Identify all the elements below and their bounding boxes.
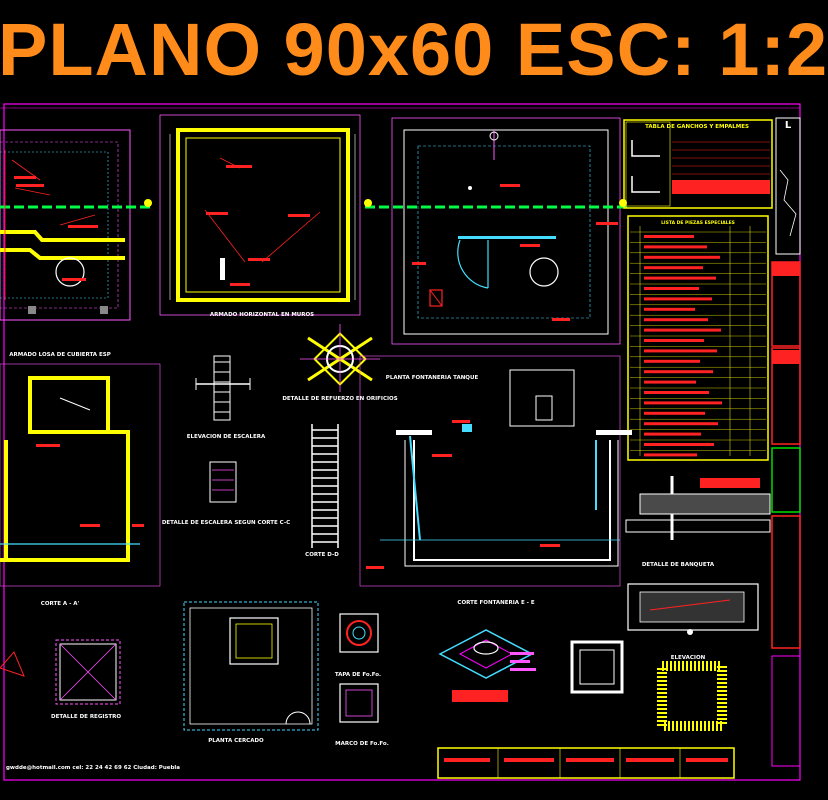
table-row-text xyxy=(644,443,714,446)
label-det-escalera: DETALLE DE ESCALERA SEGUN CORTE C-C xyxy=(162,520,290,526)
label-elev-escalera: ELEVACION DE ESCALERA xyxy=(187,434,266,440)
label-corte-ee: CORTE FONTANERIA E - E xyxy=(457,600,534,606)
table-row-text xyxy=(644,276,716,280)
right-panels xyxy=(771,117,801,767)
table-row-text xyxy=(644,318,708,322)
table-row-text xyxy=(644,359,700,363)
table-row-text xyxy=(644,255,720,259)
drawing-losa-cubierta xyxy=(0,129,152,321)
drawing-corte-ee xyxy=(359,355,632,587)
table-row-text xyxy=(644,245,707,249)
label-banqueta: DETALLE DE BANQUETA xyxy=(642,562,715,568)
label-tanque: PLANTA FONTANERIA TANQUE xyxy=(386,375,479,381)
drawing-elevacion xyxy=(570,583,759,731)
drawing-registro xyxy=(0,639,121,705)
drawing-corte-dd xyxy=(311,424,339,548)
label-refuerzo: DETALLE DE REFUERZO EN ORIFICIOS xyxy=(282,396,397,402)
label-corte-a: CORTE A - A' xyxy=(41,601,80,607)
label-ganchos: TABLA DE GANCHOS Y EMPALMES xyxy=(645,124,749,130)
footer-contact: gwdde@hotmail.com cel: 22 24 42 69 62 Ci… xyxy=(6,765,180,771)
table-row-text xyxy=(644,328,721,332)
table-row-text xyxy=(644,453,697,457)
label-muros: ARMADO HORIZONTAL EN MUROS xyxy=(210,312,314,318)
table-piezas xyxy=(627,215,769,461)
label-registro: DETALLE DE REGISTRO xyxy=(51,714,121,720)
table-row-text xyxy=(644,401,722,405)
table-row-text xyxy=(644,370,713,374)
table-row-text xyxy=(644,266,703,270)
drawing-tanque xyxy=(364,117,628,345)
drawing-corte-a xyxy=(0,363,161,587)
label-marco: MARCO DE Fo.Fo. xyxy=(335,741,389,747)
table-row-text xyxy=(644,411,705,415)
sheet-title: PLANO 90x60 ESC: 1:2 xyxy=(0,8,828,91)
corner-panel-letter: L xyxy=(785,120,792,131)
table-row-text xyxy=(644,432,701,436)
drawing-cercado xyxy=(183,601,319,731)
table-row-text xyxy=(644,235,694,238)
table-row-text xyxy=(644,297,712,301)
label-refuerzo-text: DETALLE DE REFUERZO EN ORIFICIOS xyxy=(282,396,397,402)
title-banner: PLANO 90x60 ESC: 1:2 xyxy=(0,8,827,92)
label-tapa: TAPA DE Fo.Fo. xyxy=(335,672,381,678)
label-elevacion: ELEVACION xyxy=(671,655,706,661)
drawing-tapa-marco xyxy=(339,613,379,723)
table-row-text xyxy=(644,339,704,342)
table-row-text xyxy=(644,422,718,426)
drawing-elev-escalera xyxy=(195,355,251,503)
label-losa: ARMADO LOSA DE CUBIERTA ESP xyxy=(9,352,110,358)
label-corte-dd: CORTE D-D xyxy=(305,552,339,558)
drawing-pad xyxy=(438,629,536,702)
table-ganchos xyxy=(623,119,773,209)
title-strip xyxy=(437,747,735,779)
label-cercado: PLANTA CERCADO xyxy=(208,738,264,744)
drawing-muros xyxy=(159,114,361,316)
table-row-text xyxy=(644,391,709,394)
cad-drawing-sheet: ARMADO LOSA DE CUBIERTA ESP ARMADO HORIZ… xyxy=(0,103,801,781)
table-row-text xyxy=(644,287,699,290)
table-row-text xyxy=(644,380,696,384)
drawing-banqueta xyxy=(625,476,771,540)
label-piezas: LISTA DE PIEZAS ESPECIALES xyxy=(661,220,735,226)
table-row-text xyxy=(644,307,695,311)
drawing-refuerzo xyxy=(300,324,380,392)
table-row-text xyxy=(644,349,717,353)
